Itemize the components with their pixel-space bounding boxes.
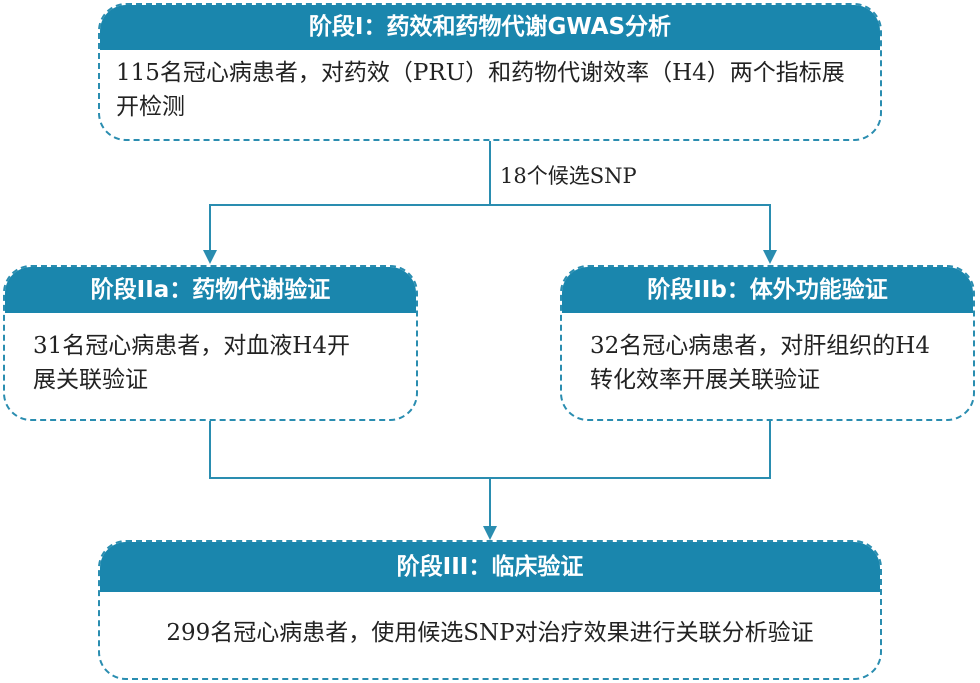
stage3-box: 阶段III：临床验证 299名冠心病患者，使用候选SNP对治疗效果进行关联分析验…: [98, 540, 882, 680]
stage2b-title: 阶段IIb：体外功能验证: [562, 267, 973, 313]
stage2b-box: 阶段IIb：体外功能验证 32名冠心病患者，对肝组织的H4转化效率开展关联验证: [560, 265, 975, 421]
arrow-icon: [483, 526, 497, 540]
stage1-title: 阶段I：药效和药物代谢GWAS分析: [100, 5, 880, 50]
stage1-text: 115名冠心病患者，对药效（PRU）和药物代谢效率（H4）两个指标展开检测: [116, 60, 845, 120]
connector: [489, 141, 491, 205]
connector: [209, 204, 771, 206]
connector-label: 18个候选SNP: [500, 164, 637, 188]
arrow-icon: [763, 250, 777, 264]
stage2a-text: 31名冠心病患者，对血液H4开展关联验证: [33, 333, 350, 393]
stage3-title: 阶段III：临床验证: [100, 542, 880, 592]
connector: [769, 204, 771, 252]
stage3-text: 299名冠心病患者，使用候选SNP对治疗效果进行关联分析验证: [166, 620, 814, 646]
connector: [209, 421, 211, 479]
arrow-icon: [203, 250, 217, 264]
stage1-box: 阶段I：药效和药物代谢GWAS分析 115名冠心病患者，对药效（PRU）和药物代…: [98, 3, 882, 141]
stage2b-text: 32名冠心病患者，对肝组织的H4转化效率开展关联验证: [590, 333, 930, 393]
stage2a-title: 阶段IIa：药物代谢验证: [5, 267, 416, 313]
stage2a-box: 阶段IIa：药物代谢验证 31名冠心病患者，对血液H4开展关联验证: [3, 265, 418, 421]
connector: [489, 477, 491, 527]
connector: [769, 421, 771, 479]
connector: [209, 204, 211, 252]
